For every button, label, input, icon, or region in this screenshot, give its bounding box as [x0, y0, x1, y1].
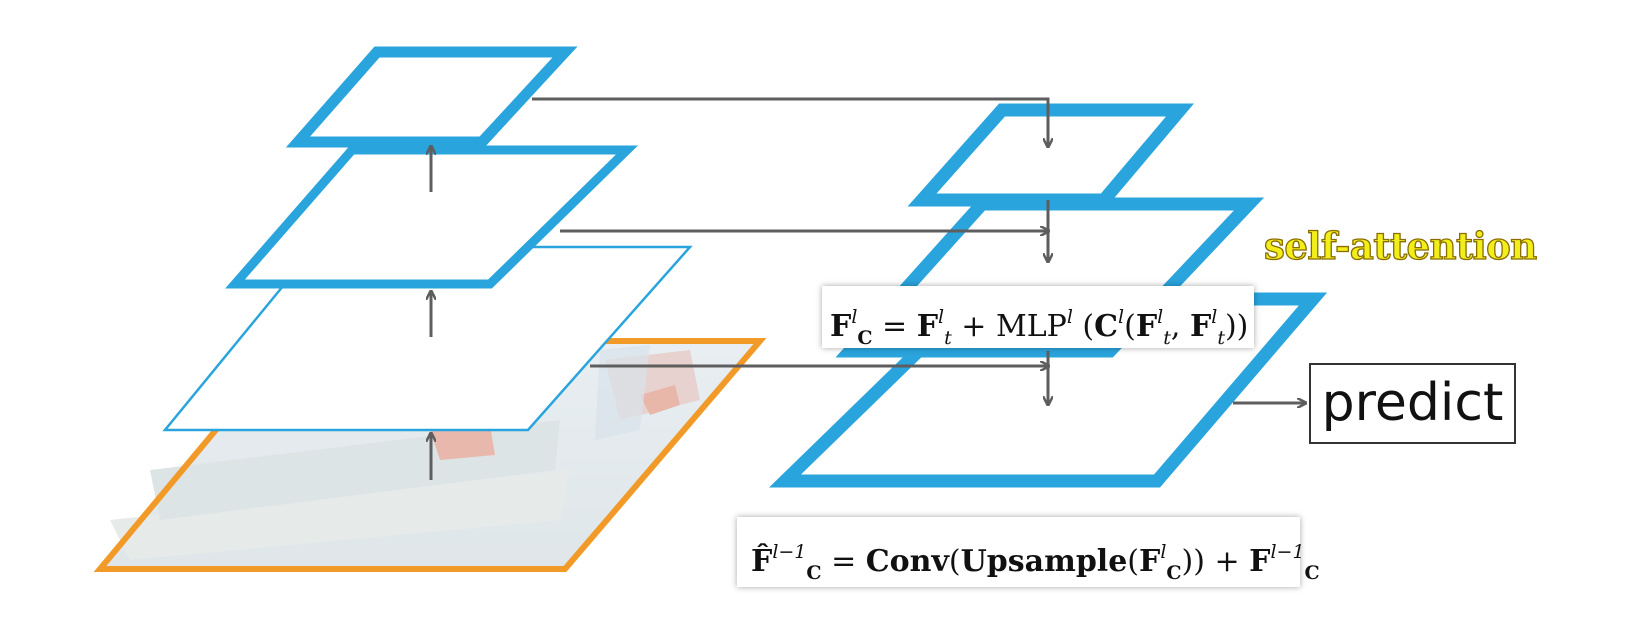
lateral-connections	[532, 97, 1305, 404]
predict-box: predict	[1309, 363, 1516, 444]
backbone-level-2	[225, 145, 639, 289]
backbone-pyramid	[162, 46, 693, 480]
lateral-arrow-top	[532, 97, 1048, 146]
self-attention-label: self-attention	[1263, 223, 1538, 268]
backbone-level-1	[285, 46, 578, 148]
backbone-level-3	[162, 245, 693, 432]
fusion-level-1	[907, 103, 1194, 207]
equation-bottom: F̂l−1C = Conv(Upsample(FlC)) + Fl−1C	[737, 517, 1320, 587]
equation-top: FlC = Flt + MLPl (Cl(Flt, Flt))	[822, 286, 1254, 349]
